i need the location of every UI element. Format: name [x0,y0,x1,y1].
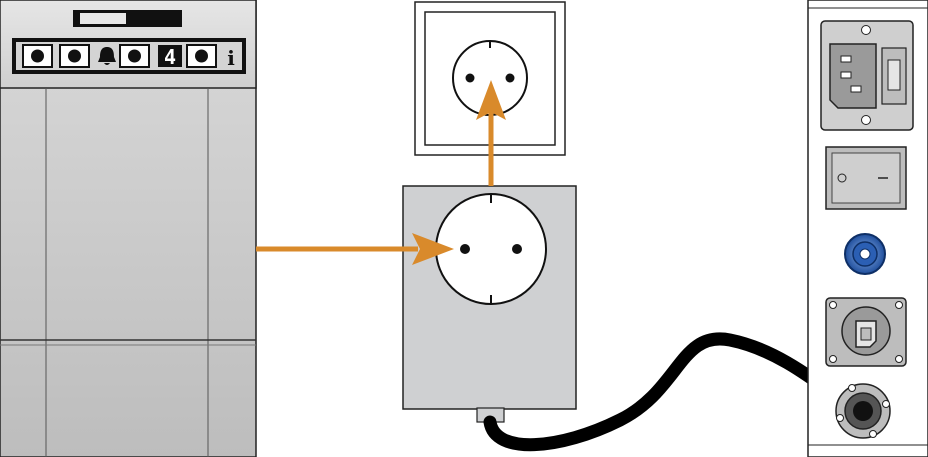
button-1[interactable] [22,44,53,68]
arrow-adapter-to-wall [476,80,506,186]
button-4[interactable] [186,44,217,68]
alarm-button[interactable] [98,47,116,65]
round-cable-port[interactable] [835,383,891,439]
device-unit [0,0,257,457]
dot-icon [68,49,81,63]
usb-b-port[interactable] [825,297,907,367]
display-bar [80,13,126,24]
button-3[interactable] [119,44,150,68]
bell-icon [98,47,116,65]
dot-icon [128,49,141,63]
button-2[interactable] [59,44,90,68]
counter-value: 4 [164,45,176,69]
rocker-switch[interactable] [825,146,907,210]
dot-icon [195,49,208,63]
info-icon: i [227,46,235,70]
cable [483,332,863,452]
counter-button[interactable]: 4 [158,45,182,69]
info-button[interactable]: i [227,46,235,70]
adapter-unit [402,185,577,423]
dot-icon [31,49,44,63]
bnc-connector[interactable] [844,233,886,275]
iec-power-inlet[interactable] [820,20,914,131]
arrow-device-to-adapter [256,233,454,265]
